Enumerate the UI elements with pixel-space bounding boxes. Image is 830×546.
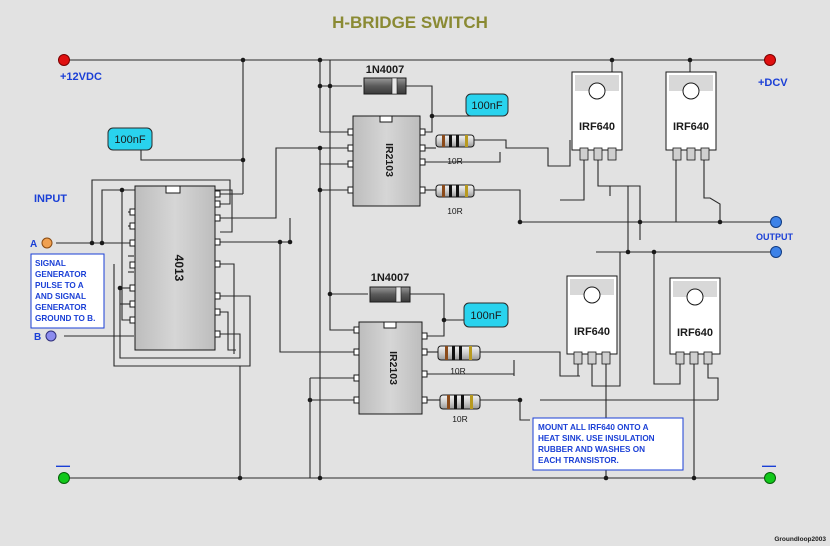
terminal-b[interactable] — [45, 330, 57, 342]
mosfet-q1-label: IRF640 — [579, 121, 615, 133]
terminal-b-label: B — [34, 332, 41, 343]
mount-note-text: MOUNT ALL IRF640 ONTO A HEAT SINK. USE I… — [538, 423, 657, 465]
signal-note-box: SIGNAL GENERATOR PULSE TO A AND SIGNAL G… — [30, 253, 105, 329]
credit-label: Groundloop2003 — [774, 536, 826, 543]
resistor-r2-label: 10R — [447, 206, 463, 216]
ic-ir2103-top[interactable]: IR2103 — [347, 115, 426, 207]
ic-ir2103-bottom-label: IR2103 — [387, 351, 399, 385]
capacitor-c3-label: 100nF — [470, 310, 501, 322]
terminal-a-label: A — [30, 239, 37, 250]
diode-bottom[interactable]: 1N4007 — [369, 272, 411, 303]
resistor-r4-label: 10R — [452, 414, 468, 424]
wiring — [56, 59, 776, 479]
ic-ir2103-bottom[interactable]: IR2103 — [353, 321, 428, 415]
resistor-r3[interactable]: 10R — [437, 345, 481, 376]
mosfet-q2[interactable]: IRF640 — [665, 71, 717, 161]
mosfet-q3-label: IRF640 — [574, 326, 610, 338]
title: H-BRIDGE SWITCH — [332, 13, 488, 32]
mosfet-q3[interactable]: IRF640 — [566, 275, 618, 365]
resistor-r2[interactable]: 10R — [435, 184, 475, 216]
positive-12v-terminal[interactable] — [58, 54, 70, 66]
negative-left-label: — — [56, 457, 70, 473]
diode-top[interactable]: 1N4007 — [363, 64, 407, 95]
capacitor-c2-label: 100nF — [471, 100, 502, 112]
output-terminal-1[interactable] — [770, 216, 782, 228]
resistor-r1-label: 10R — [447, 156, 463, 166]
positive-dcv-label: +DCV — [758, 77, 788, 89]
signal-note-text: SIGNAL GENERATOR PULSE TO A AND SIGNAL G… — [35, 259, 95, 323]
mosfet-q1[interactable]: IRF640 — [571, 71, 623, 161]
resistor-r1[interactable]: 10R — [435, 134, 475, 166]
ground-terminal-right[interactable] — [764, 472, 776, 484]
ic-4013[interactable]: 4013 — [129, 185, 221, 351]
resistor-r4[interactable]: 10R — [439, 394, 481, 424]
ground-terminal-left[interactable] — [58, 472, 70, 484]
diode-bottom-label: 1N4007 — [371, 272, 410, 284]
ground-drops — [239, 366, 311, 478]
capacitor-c2[interactable]: 100nF — [465, 93, 509, 117]
positive-dcv-terminal[interactable] — [764, 54, 776, 66]
junctions — [89, 57, 723, 481]
input-label: INPUT — [34, 193, 67, 205]
terminal-a[interactable] — [41, 237, 53, 249]
mount-note-box: MOUNT ALL IRF640 ONTO A HEAT SINK. USE I… — [532, 417, 684, 471]
resistor-r3-label: 10R — [450, 366, 466, 376]
diode-top-label: 1N4007 — [366, 64, 405, 76]
output-label: OUTPUT — [756, 232, 794, 242]
capacitor-c1[interactable]: 100nF — [107, 127, 153, 151]
mosfet-q2-label: IRF640 — [673, 121, 709, 133]
ic-ir2103-top-label: IR2103 — [383, 143, 395, 177]
mosfet-q4-label: IRF640 — [677, 327, 713, 339]
output-terminal-2[interactable] — [770, 246, 782, 258]
ic-4013-label: 4013 — [172, 255, 186, 282]
mosfet-q4[interactable]: IRF640 — [669, 277, 721, 365]
capacitor-c3[interactable]: 100nF — [463, 302, 509, 328]
negative-right-label: — — [762, 457, 776, 473]
positive-12v-label: +12VDC — [60, 71, 102, 83]
capacitor-c1-label: 100nF — [114, 134, 145, 146]
